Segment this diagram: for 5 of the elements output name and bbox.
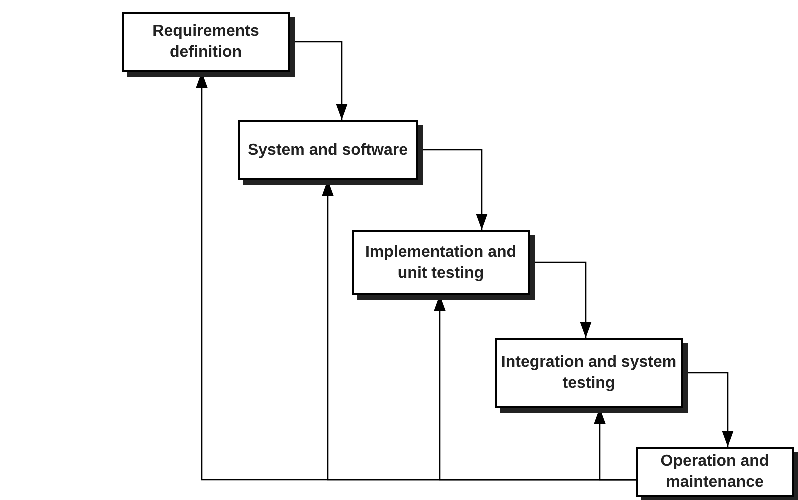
box-label: Implementation and unit testing xyxy=(364,242,518,284)
box-label: System and software xyxy=(248,140,408,160)
box-label: Integration and system testing xyxy=(501,353,677,394)
box-label: Operation and maintenance xyxy=(660,452,770,493)
box-label: Requirements definition xyxy=(152,22,260,63)
